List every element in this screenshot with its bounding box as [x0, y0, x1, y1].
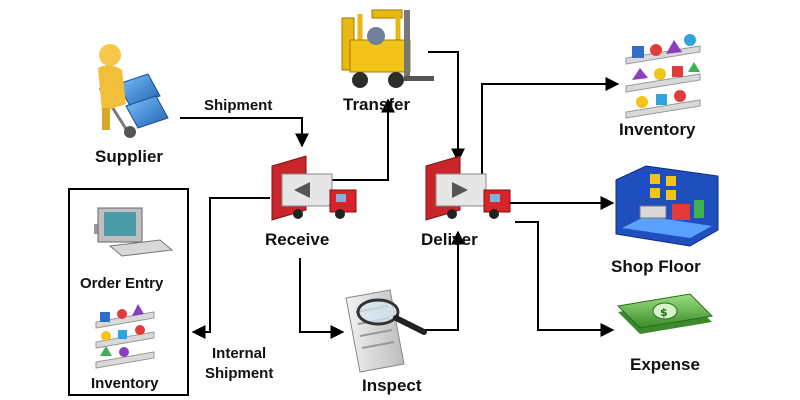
deliver-label: Deliver	[421, 230, 478, 249]
edge-supplier-to-receive	[180, 117, 309, 148]
computer-terminal-icon	[94, 207, 174, 257]
document-magnifier-icon	[345, 289, 427, 373]
internal-shipment-label-line1: Internal	[212, 345, 266, 362]
edges	[180, 51, 620, 339]
factory-room-icon	[615, 165, 719, 247]
shipment-edge-label: Shipment	[204, 97, 272, 114]
supplier-label: Supplier	[95, 147, 163, 166]
forklift-icon	[341, 9, 434, 88]
inventory-shelf-icon-left	[95, 304, 155, 369]
shop-floor-label: Shop Floor	[611, 257, 701, 276]
money-stack-icon: $	[616, 293, 714, 334]
edge-inspect-to-deliver	[420, 230, 465, 331]
edge-transfer-to-deliver	[428, 51, 465, 163]
edge-receive-to-inspect	[299, 258, 345, 339]
inventory-shelf-icon	[625, 34, 701, 119]
edge-deliver-to-expense	[515, 221, 615, 337]
inventory-left-label: Inventory	[91, 375, 159, 392]
transfer-label: Transfer	[343, 95, 410, 114]
internal-shipment-label-line2: Shipment	[205, 365, 273, 382]
internal-destinations-box	[68, 188, 189, 396]
inspect-label: Inspect	[362, 376, 422, 395]
expense-label: Expense	[630, 355, 700, 374]
inventory-right-label: Inventory	[619, 120, 696, 139]
svg-text:$: $	[660, 306, 668, 319]
edge-receive-to-transfer	[320, 98, 395, 181]
receive-truck-at-dock-icon	[271, 155, 357, 221]
edge-receive-to-internal	[191, 197, 270, 339]
deliver-truck-at-dock-icon	[425, 155, 511, 221]
order-entry-label: Order Entry	[80, 275, 164, 292]
receive-label: Receive	[265, 230, 329, 249]
person-with-hand-truck-icon	[98, 44, 169, 138]
edge-deliver-to-inventory	[481, 77, 620, 188]
